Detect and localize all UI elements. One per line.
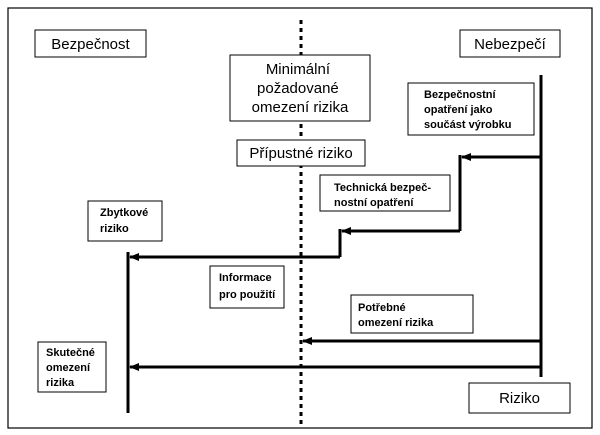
technical-measures-label: Technická bezpeč- nostní opatření xyxy=(334,182,434,209)
safety-label: Bezpečnost xyxy=(51,36,130,53)
danger-box xyxy=(459,29,561,58)
residual-risk-box xyxy=(87,200,163,242)
actual-reduction-box xyxy=(37,341,107,393)
safety-measures-label: Bezpečnostní opatření jako součást výrob… xyxy=(424,89,511,131)
safety-box xyxy=(34,29,147,58)
technical-measures-box xyxy=(319,174,451,212)
acceptable-risk-box xyxy=(236,139,366,167)
info-for-use-label: Informace pro použití xyxy=(219,272,276,301)
acceptable-risk-label: Přípustné riziko xyxy=(249,145,352,162)
safety-measures-box xyxy=(407,82,535,136)
residual-risk-label: Zbytkové riziko xyxy=(100,207,151,235)
min-required-reduction-box xyxy=(229,54,371,122)
actual-reduction-label: Skutečné omezení rizika xyxy=(46,347,98,389)
outer-frame xyxy=(7,7,593,429)
required-reduction-label: Potřebné omezení rizika xyxy=(358,302,434,329)
required-reduction-box xyxy=(350,294,474,334)
risk-box xyxy=(468,382,571,414)
danger-label: Nebezpečí xyxy=(474,36,547,53)
info-for-use-box xyxy=(209,265,285,309)
risk-label: Riziko xyxy=(499,390,540,407)
min-required-reduction-label: Minimální požadované omezení rizika xyxy=(252,61,349,116)
